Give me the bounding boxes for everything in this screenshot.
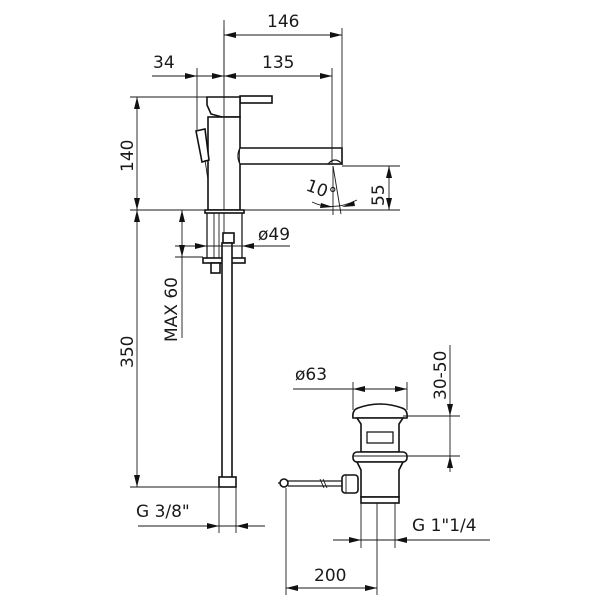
label-140: 140	[118, 140, 138, 172]
faucet-cap	[206, 96, 241, 118]
dim-plug-diameter: ø63	[293, 365, 408, 410]
label-max60: MAX 60	[162, 277, 182, 342]
label-g114: G 1"1/4	[412, 516, 477, 536]
label-d63: ø63	[295, 365, 327, 385]
dim-hose-length: 350	[118, 210, 219, 488]
label-146: 146	[267, 12, 299, 32]
supply-hose	[221, 242, 233, 480]
dim-spout-reach: 34 135	[152, 53, 333, 164]
faucet-elevation	[195, 20, 344, 488]
waste-window	[366, 431, 394, 444]
label-55: 55	[369, 184, 389, 206]
dim-base-diameter: ø49	[175, 225, 290, 249]
dim-overall-reach: 146	[223, 12, 343, 148]
waste-body	[355, 461, 405, 498]
dim-supply-thread: G 3/8"	[136, 487, 265, 533]
dim-rod-distance: 200	[285, 488, 378, 595]
dim-adjustment-range: 30-50	[403, 345, 460, 472]
hose-fitting	[218, 476, 237, 488]
label-d49: ø49	[258, 225, 290, 245]
label-34: 34	[153, 53, 175, 73]
dim-max-deck: MAX 60	[162, 210, 203, 342]
waste-elevation	[278, 403, 408, 504]
label-g38: G 3/8"	[136, 502, 190, 522]
popup-lever	[195, 128, 210, 164]
waste-plug	[352, 403, 408, 419]
spout	[240, 147, 343, 165]
lever-handle	[239, 95, 273, 104]
label-135: 135	[262, 53, 294, 73]
label-350: 350	[118, 336, 138, 368]
dim-body-height: 140	[118, 96, 400, 211]
label-200: 200	[314, 566, 346, 586]
dim-waste-thread: G 1"1/4	[333, 503, 490, 548]
dim-spout-clearance: 55 10°	[303, 165, 400, 215]
rod-knob	[279, 478, 289, 488]
label-30-50: 30-50	[431, 351, 451, 400]
